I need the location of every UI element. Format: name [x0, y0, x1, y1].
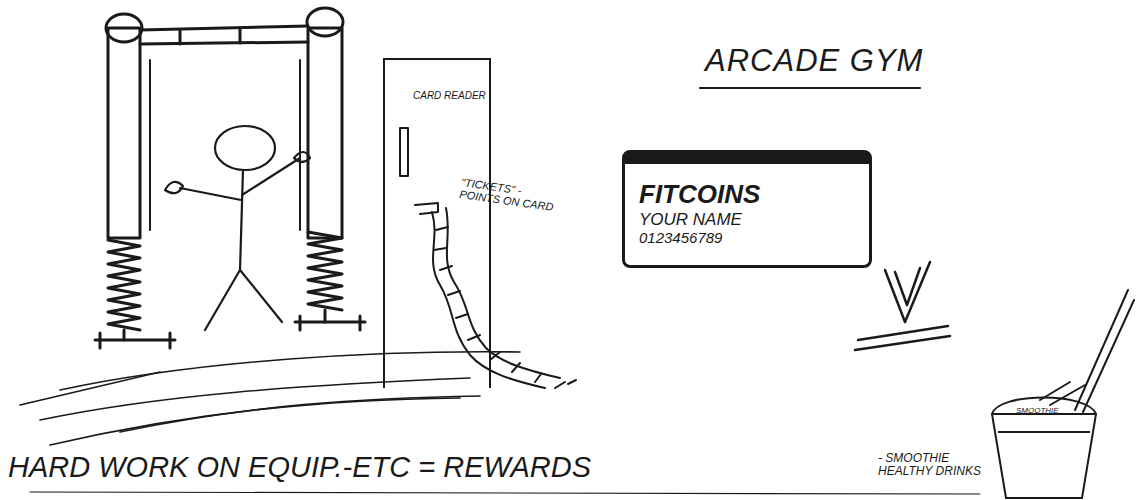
node-text: YOUR NAME — [639, 210, 869, 230]
spring-coil — [108, 232, 342, 330]
text-underline — [30, 492, 980, 494]
node-text: FITCOINS — [639, 180, 869, 210]
smoothie-straw — [1040, 290, 1134, 412]
gym-frame — [106, 8, 343, 238]
reward-note: - SMOOTHIE HEALTHY DRINKS — [878, 452, 988, 478]
ticket-stream — [400, 128, 576, 388]
floor-sweep — [20, 352, 520, 445]
footer-note: HARD WORK ON EQUIP.-ETC = REWARDS — [8, 452, 888, 484]
node-text: SMOOTHIE — [1016, 406, 1100, 415]
fitcoins-card: FITCOINSYOUR NAME0123456789 — [622, 150, 872, 268]
smoothie-cup: SMOOTHIE — [988, 392, 1100, 500]
node-text: 0123456789 — [639, 229, 869, 246]
sketch-title: ARCADE GYM — [705, 44, 935, 78]
node-text: CARD READER — [413, 90, 489, 102]
card-reader-panel: CARD READER — [383, 58, 491, 388]
stick-figure — [165, 126, 310, 330]
title-underline — [700, 87, 920, 89]
frame-feet — [95, 310, 365, 348]
down-chevron — [855, 262, 950, 350]
ticket-note: "TICKETS" - POINTS ON CARD — [459, 176, 561, 214]
